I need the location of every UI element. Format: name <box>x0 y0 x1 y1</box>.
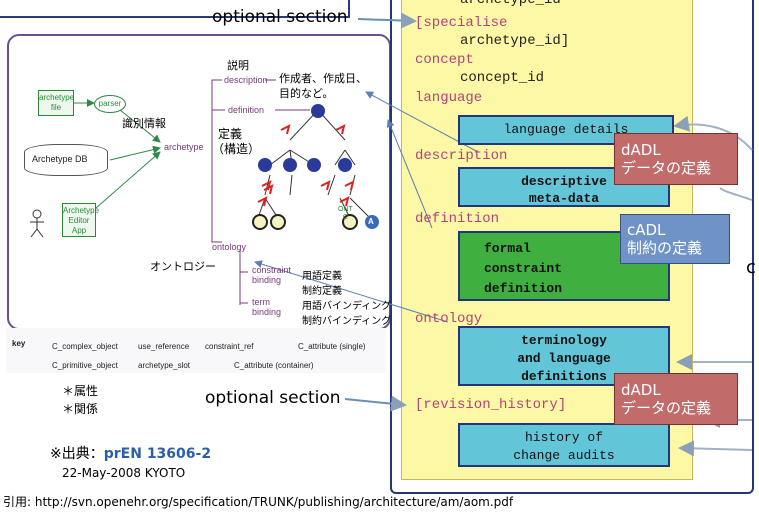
adl-specialise: [specialise <box>415 15 508 31</box>
cadl-sub: 制約の定義 <box>627 239 703 257</box>
key-c-attribute-container: C_attribute (container) <box>234 361 314 370</box>
parser-node: parser <box>94 95 126 113</box>
kankei-note: ＊関係 <box>62 402 99 416</box>
key-constraint-ref: constraint_ref <box>205 342 254 351</box>
slot-a-badge: A <box>368 217 374 226</box>
key-legend <box>6 328 386 373</box>
constraint-text: constraint <box>484 261 563 276</box>
adl-concept: concept <box>415 52 474 68</box>
key-label: key <box>12 339 26 348</box>
definition-box-text: definition <box>484 281 563 296</box>
and-language-text: and language <box>517 351 611 366</box>
right-arrow-5 <box>678 440 753 457</box>
history-of-text: history of <box>524 430 603 445</box>
source-note: ※出典：prEN 13606-2 <box>50 443 211 463</box>
key-use-reference: use_reference <box>138 342 190 351</box>
teigi-label: 定義 <box>218 127 243 141</box>
ontology-jp-label: オントロジー <box>150 260 216 273</box>
adl-specialise-id: archetype_id] <box>460 33 570 49</box>
language-details-text: language details <box>503 122 629 137</box>
citation-link[interactable]: 引用: http://svn.openehr.org/specification… <box>3 495 514 509</box>
ontology-bracket <box>239 250 248 305</box>
optional-arrow-top <box>357 12 417 29</box>
optional-section-bottom-label: optional section <box>205 388 341 408</box>
dadl-callout-2: dADL データの定義 <box>614 373 738 425</box>
seiyaku-binding-label: 制約バインディング <box>302 316 392 327</box>
description-tag: description <box>224 75 268 85</box>
source-prefix: ※出典： <box>50 446 104 462</box>
meta-data-text: meta-data <box>528 191 600 206</box>
person-icon-lines <box>30 209 44 238</box>
definitions-text: definitions <box>521 369 607 384</box>
edge-c-text: c <box>746 257 756 278</box>
adl-outer-frame <box>390 0 754 494</box>
definition-tag: definition <box>228 105 265 115</box>
cadl-title: cADL <box>627 221 666 239</box>
dadl-callout-1: dADL データの定義 <box>614 133 738 185</box>
adl-ontology: ontology <box>415 311 483 327</box>
adl-description: description <box>415 148 508 164</box>
sakuseisha-label: 作成者、作成日、 <box>279 72 367 85</box>
language-details-box: language details <box>458 115 674 145</box>
yougo-binding-label: 用語バインディング <box>302 301 392 312</box>
archetype-editor-app-box: Archetype Editor App <box>62 203 99 237</box>
adl-definition: definition <box>415 211 500 227</box>
optional-section-top-label: optional section <box>212 7 348 27</box>
adl-archetype-id-top: archetype_id <box>460 0 561 8</box>
source-name: prEN 13606-2 <box>103 446 212 462</box>
cadl-callout: cADL 制約の定義 <box>620 214 730 264</box>
ont-badge: ONT C <box>338 206 353 221</box>
arrow-ontology <box>254 260 449 323</box>
right-arrow-2 <box>719 187 753 201</box>
adl-concept-id: concept_id <box>460 70 545 86</box>
date-place: 22-May-2008 KYOTO <box>62 466 186 480</box>
pipe-db-archetype <box>109 145 161 161</box>
ontology-tag: ontology <box>212 242 247 252</box>
arrow-definition <box>386 119 433 229</box>
dadl-1-title: dADL <box>621 141 661 159</box>
pipe-parser-archetype <box>119 109 161 143</box>
mokuteki-label: 目的など。 <box>279 87 334 100</box>
archetype-db-cylinder <box>24 144 108 176</box>
descriptive-meta-data-box: descriptive meta-data <box>458 167 670 207</box>
optional-arrow-bottom <box>344 395 407 412</box>
seiyaku-teigi-label: 制約定義 <box>302 286 342 297</box>
shikibetsu-label: 識別情報 <box>122 117 166 130</box>
terminology-text: terminology <box>521 333 607 348</box>
pipe-editor-archetype <box>95 151 161 209</box>
key-archetype-slot: archetype_slot <box>138 361 191 370</box>
dadl-1-sub: データの定義 <box>621 159 712 177</box>
right-arrow-1 <box>673 115 753 151</box>
constraint-binding-tag: constraint binding <box>252 265 292 285</box>
yougo-teigi-label: 用語定義 <box>302 271 342 282</box>
term-binding-tag: term binding <box>252 297 282 317</box>
archetype-file-box: archetype file <box>38 90 74 116</box>
setsumei-label: 説明 <box>227 59 249 72</box>
archetype-db-label: Archetype DB <box>32 154 88 164</box>
archetype-bracket <box>211 79 225 243</box>
formal-text: formal <box>484 241 531 256</box>
change-audits-text: change audits <box>513 448 615 463</box>
key-c-attribute-single: C_attribute (single) <box>298 342 366 351</box>
tree-nodes <box>252 104 379 230</box>
zokusei-note: ＊属性 <box>62 384 99 398</box>
dadl-2-sub: データの定義 <box>621 399 712 417</box>
key-c-complex-object: C_complex_object <box>52 342 118 351</box>
archetype-tag: archetype <box>164 142 204 152</box>
kouzou-label: （構造） <box>212 142 261 156</box>
key-c-primitive-object: C_primitive_object <box>52 361 118 370</box>
adl-language: language <box>415 90 483 106</box>
attribute-markers <box>257 124 355 207</box>
descriptive-text: descriptive <box>521 174 607 189</box>
dadl-2-title: dADL <box>621 381 661 399</box>
history-change-audits-box: history of change audits <box>458 423 670 467</box>
top-left-box <box>0 0 350 18</box>
adl-revision-history: [revision_history] <box>415 397 567 413</box>
